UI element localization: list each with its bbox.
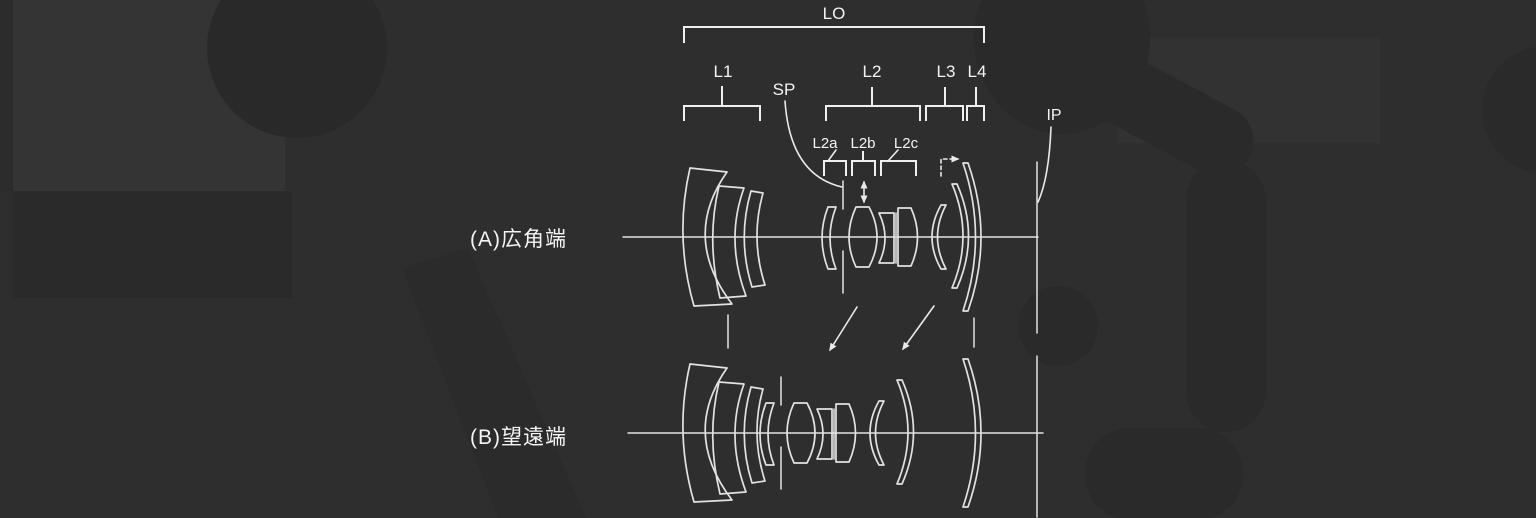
bracket-L2 <box>825 105 921 121</box>
label-L1: L1 <box>714 62 733 81</box>
bracket-L4 <box>966 105 985 121</box>
label-L2: L2 <box>863 62 882 81</box>
zoom-movement-arrow-1 <box>829 306 858 352</box>
watermark-shape <box>1482 46 1536 174</box>
label-SP: SP <box>773 80 796 99</box>
leader-SP <box>784 100 843 188</box>
row-b-diagram: (B)望遠端 <box>470 355 1044 518</box>
annotations-top: LO L1 L2 L3 L4 SP L2a L2b L2c IP <box>683 4 1062 204</box>
bracket-L3 <box>925 105 964 121</box>
label-IP: IP <box>1046 107 1061 124</box>
focus-dashed-arrow <box>940 155 960 177</box>
watermark-shape <box>1086 54 1254 176</box>
watermark-shape <box>402 248 586 518</box>
row-a-diagram: (A)広角端 <box>470 161 1039 334</box>
bracket-L2b <box>851 160 876 176</box>
leader-L2a <box>827 149 837 162</box>
label-L3: L3 <box>937 62 956 81</box>
watermark-shape <box>13 191 292 298</box>
watermark-shape <box>207 0 387 138</box>
watermark-shape <box>1018 286 1098 366</box>
row-a-label: (A)広角端 <box>470 228 567 251</box>
watermark-shape <box>0 0 13 191</box>
bracket-L1 <box>683 105 761 121</box>
leader-IP <box>1037 126 1052 203</box>
label-L2b: L2b <box>850 135 875 152</box>
row-b-label: (B)望遠端 <box>470 426 567 449</box>
label-L4: L4 <box>968 62 987 81</box>
bracket-L2a <box>823 160 847 176</box>
watermark-shape <box>1186 160 1266 432</box>
label-LO: LO <box>823 4 846 23</box>
movement-annotations <box>727 305 975 352</box>
label-L2a: L2a <box>812 135 838 152</box>
bracket-LO <box>683 26 985 43</box>
leader-L2c <box>887 149 899 162</box>
watermark-shape <box>1085 428 1243 518</box>
label-L2c: L2c <box>894 135 919 152</box>
bracket-L2c <box>880 160 917 176</box>
zoom-movement-arrow-2 <box>902 305 935 351</box>
